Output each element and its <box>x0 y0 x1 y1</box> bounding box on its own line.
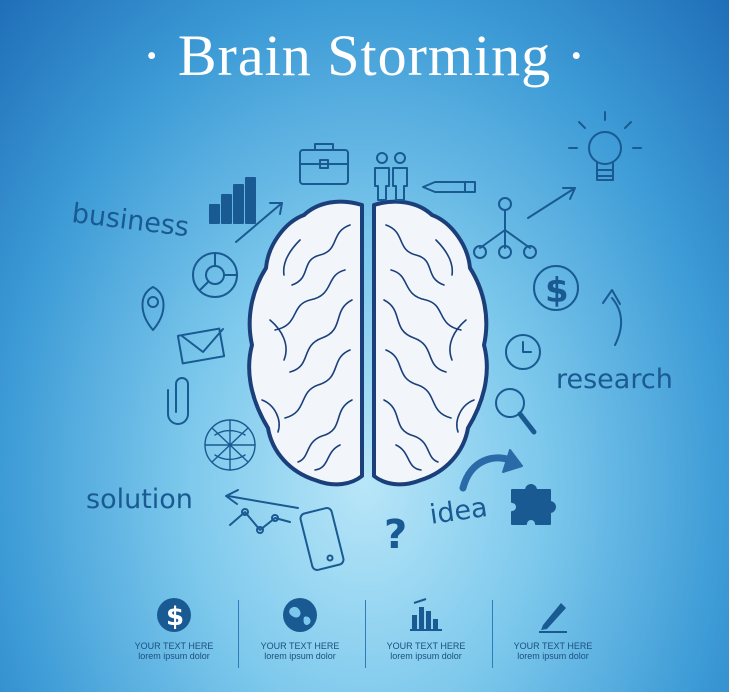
page-title: · Brain Storming · <box>142 23 587 88</box>
curved-up-arrow-icon <box>611 297 623 346</box>
briefcase-icon <box>299 143 349 185</box>
divider <box>492 600 493 668</box>
feature-item-3: YOUR TEXT HERE lorem ipsum dolor <box>371 595 481 661</box>
feature-item-4: YOUR TEXT HERE lorem ipsum dolor <box>498 595 608 661</box>
arrow-icon <box>235 202 283 243</box>
lightbulb-icon <box>568 111 642 181</box>
org-chart-icon <box>473 197 537 259</box>
label-solution: solution <box>86 484 193 515</box>
arrow-head-icon <box>269 202 283 215</box>
clock-icon <box>505 334 541 370</box>
dollar-glyph: $ <box>545 271 569 311</box>
dollar-circle-icon: $ <box>157 598 191 632</box>
feature-item-2: YOUR TEXT HERE lorem ipsum dolor <box>245 595 355 661</box>
people-icon <box>374 152 408 201</box>
arrow-head-icon <box>562 187 576 200</box>
brain-illustration <box>247 199 489 487</box>
feature-title: YOUR TEXT HERE <box>260 641 340 651</box>
feature-title: YOUR TEXT HERE <box>513 641 593 651</box>
feature-title: YOUR TEXT HERE <box>134 641 214 651</box>
arrow-icon <box>527 187 576 219</box>
puzzle-icon <box>511 484 556 525</box>
arrow-head-icon <box>602 289 621 305</box>
divider <box>238 600 239 668</box>
envelope-icon <box>176 327 226 365</box>
feature-subtitle: lorem ipsum dolor <box>138 651 210 661</box>
paperclip-icon <box>167 377 189 425</box>
label-research: research <box>556 364 673 395</box>
pen-icon <box>539 603 567 633</box>
magnifier-icon <box>495 388 537 435</box>
question-mark-icon: ? <box>384 512 407 558</box>
globe-icon <box>283 598 317 632</box>
smartphone-icon <box>299 507 345 571</box>
arrow-head-icon <box>502 449 523 473</box>
bar-chart-icon <box>209 177 256 224</box>
feature-title: YOUR TEXT HERE <box>386 641 466 651</box>
bar-graph-icon <box>410 598 442 631</box>
divider <box>365 600 366 668</box>
feature-item-1: $ YOUR TEXT HERE lorem ipsum dolor <box>119 595 229 661</box>
feature-subtitle: lorem ipsum dolor <box>517 651 589 661</box>
dollar-sign-icon <box>533 265 579 311</box>
arrow-head-icon <box>225 489 239 505</box>
feature-subtitle: lorem ipsum dolor <box>264 651 336 661</box>
pie-chart-icon <box>192 252 238 298</box>
arrow-icon <box>227 495 299 509</box>
line-graph-icon <box>229 508 291 534</box>
feature-subtitle: lorem ipsum dolor <box>390 651 462 661</box>
pencil-icon <box>422 181 476 193</box>
network-sphere-icon <box>204 419 256 471</box>
svg-text:$: $ <box>166 602 184 632</box>
location-pin-icon <box>141 286 165 331</box>
